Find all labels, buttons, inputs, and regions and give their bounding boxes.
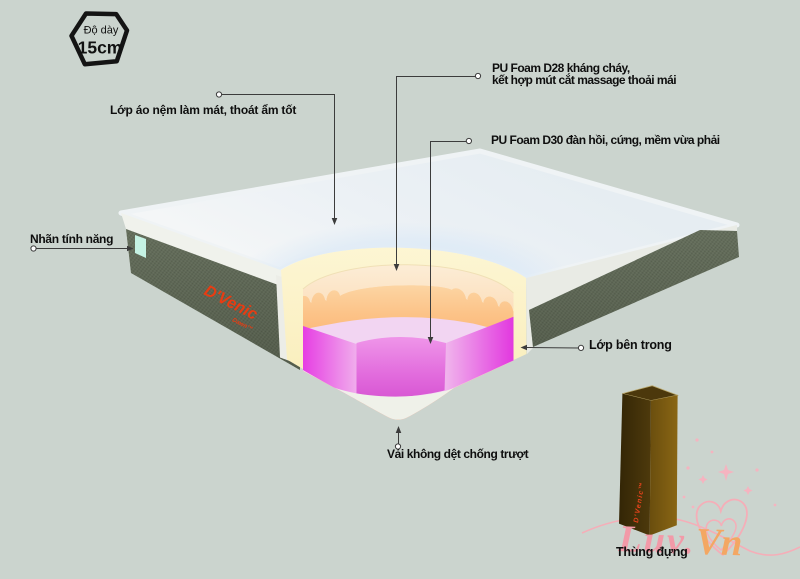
svg-text:Độ dày: Độ dày (84, 25, 119, 37)
svg-text:Luv.Vn: Luv.Vn (617, 518, 743, 564)
svg-text:15cm: 15cm (78, 38, 123, 58)
